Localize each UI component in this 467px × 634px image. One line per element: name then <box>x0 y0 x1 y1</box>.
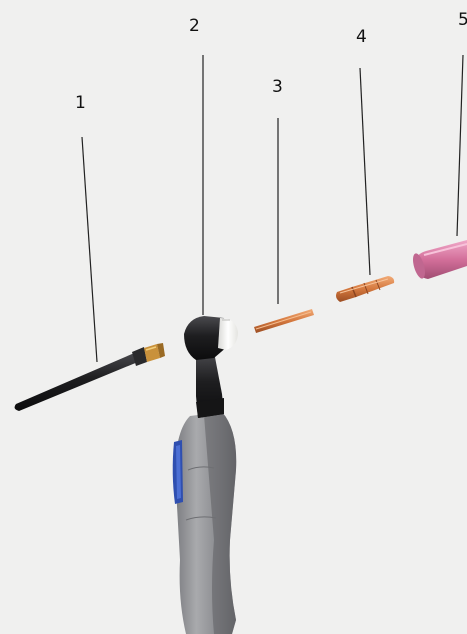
callout-label-4: 4 <box>356 29 367 46</box>
collet-body <box>336 276 394 302</box>
callout-line-5 <box>457 55 463 236</box>
collet <box>254 309 314 333</box>
callout-lines <box>82 55 463 362</box>
back-cap <box>15 343 165 411</box>
ceramic-nozzle <box>411 240 467 280</box>
callout-label-3: 3 <box>272 79 283 96</box>
callout-label-5: 5 <box>458 12 467 29</box>
torch-head <box>173 316 238 634</box>
callout-line-4 <box>360 68 370 275</box>
callout-line-1 <box>82 137 97 362</box>
callout-label-1: 1 <box>75 95 86 112</box>
callout-label-2: 2 <box>189 18 200 35</box>
